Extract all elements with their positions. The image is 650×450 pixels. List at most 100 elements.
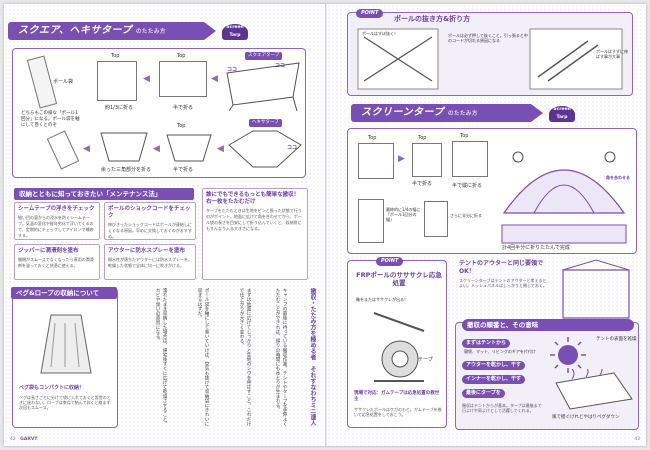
screen-step-2 <box>412 143 442 177</box>
banner-title: スクエア、ヘキサタープ <box>18 25 132 36</box>
magazine-logo: GARVY <box>20 437 38 443</box>
screen-step-label-5: 計4回半分に折りたたんで完成 <box>502 245 570 251</box>
drying-tarp-figure <box>555 369 633 410</box>
simple-tip-title: 誰にでもできるもっとも簡単な撤収！ 右一枚をたたむだけ <box>206 192 305 206</box>
order-step-2: アウターを乾かし、干す <box>462 361 526 370</box>
arrow-right-icon: ▶ <box>398 154 405 164</box>
maint-item-cord: ポールのショックコードをチェック 伸びきったショックコードはポールが連結しにくく… <box>104 202 196 240</box>
screen-step-label-4: さらに半分に折る <box>450 213 482 218</box>
order-body: 撤収はテントからが基本。タープは最後まで日よけや雨よけとして活躍してくれる。 <box>462 403 542 414</box>
maint-title: ジッパーに潤滑剤を塗布 <box>18 248 79 254</box>
maint-body: 縫い目の裏からの浸水を防ぐシームテープ。気温の変化や経年劣化で浮いてくるので、定… <box>18 215 94 238</box>
screen-top-1: Top <box>368 135 377 141</box>
page-number: 42 <box>10 437 16 443</box>
maint-title: ポールのショックコードをチェック <box>108 206 191 220</box>
hexa-tarp-tag: ヘキサタープ <box>249 119 282 127</box>
screen-top-2: Top <box>418 135 427 141</box>
peg-bag-figure <box>40 314 92 374</box>
maint-body: 撥水性が落ちたアウターには防水スプレーを。乾燥した状態で全体に均一に吹きかける。 <box>108 257 192 268</box>
maint-body: 開閉がスムーズでなくなったら専用の潤滑剤を塗っておくと快適に使える。 <box>18 257 94 268</box>
arrow-left-icon: ◀ <box>83 144 90 154</box>
point-pill: POINT <box>356 9 384 18</box>
sun-icon <box>550 337 586 373</box>
top-label-3: Top <box>177 123 186 129</box>
step-label-1: 約1/3に折る <box>105 105 134 111</box>
screen-tarp-badge: Screen Tarp <box>222 24 248 40</box>
article-paragraph: 濡れたまま収納した場合は、帰宅後すぐに広げて乾燥させること。カビや臭いの原因にな… <box>155 288 167 426</box>
order-step-4: 最後にタープを <box>462 389 505 398</box>
square-tarp-figure <box>226 62 300 111</box>
screen-step-label-1: 半で折る <box>412 181 433 187</box>
magazine-spread: スクエア、ヘキサタープのたたみ方 Screen Tarp ポール袋 どちらもこの… <box>4 4 646 446</box>
folding-steps-panel: ポール袋 どちらもこの様な「ポール1回分」になる。ポール袋を軸にして巻くとのぞ … <box>12 48 306 178</box>
tape-label: テープ <box>418 357 433 363</box>
screen-step-final <box>358 199 384 243</box>
pole-pull-figure <box>357 28 439 90</box>
gutter <box>325 4 327 446</box>
frp-title: FRPポールのサササクレ応急処置 <box>356 271 442 288</box>
koko-label-3: ココ <box>287 145 298 151</box>
dry-bubble: テントの表面を乾燥 <box>596 337 637 342</box>
screen-step-3 <box>452 141 488 177</box>
article-heading: 撤収・たたみ方を極める者 それすなわちミニ達人 <box>309 288 316 426</box>
banner-sub: のたたみ方 <box>135 29 166 35</box>
arrow-left-icon: ◀ <box>217 144 224 154</box>
frp-point-panel: POINT FRPポールのサササクレ応急処置 軸をまたはササクレが出る！ テープ… <box>347 257 447 428</box>
hexa-tarp-figure <box>228 130 302 168</box>
screen-step-1 <box>358 143 394 179</box>
banner-title: スクリーンタープ <box>361 107 444 118</box>
screen-step-label-2: 半で縦に折る <box>452 183 483 189</box>
maint-item-zipper: ジッパーに潤滑剤を塗布 開閉がスムーズでなくなったら専用の潤滑剤を塗っておくと快… <box>14 244 100 280</box>
fold-step-2 <box>159 61 207 97</box>
peg-rope-panel: ペグ&ロープの収納について ペグ袋もコンパクトに収納！ ペグは長さごとに分けて袋… <box>11 287 118 428</box>
maint-title: シームテープの浮きをチェック <box>18 206 95 212</box>
page-number: 43 <box>634 437 640 443</box>
pole-point-title: ポールの抜き方&折り方 <box>394 15 471 23</box>
right-page: POINT ポールの抜き方&折り方 ポールはすぼ抜く！ ポールは必ず押して抜くこ… <box>327 4 646 446</box>
peg-body: ペグは長さごとに分けて袋に入れておくと設営のときに迷わない。ロープは束ねて結んで… <box>19 395 111 411</box>
folded-rectangle-figure <box>501 224 627 244</box>
step-label-2: 半で折る <box>173 105 194 111</box>
simple-tip-body: タープをたたむときは生地をピンと張った状態で行うのがポイント。地面に広げて角を合… <box>206 208 302 231</box>
fold-step-triangle <box>100 132 148 162</box>
frp-small: 軸をまたはササクレが出る！ <box>356 297 408 302</box>
arrow-left-icon: ◀ <box>143 74 150 84</box>
maint-title: アウターに防水スプレーを塗布 <box>108 248 186 254</box>
maint-body: 伸びきったショックコードはポールが連結しにくくなる原因。早めに交換しておくのがお… <box>108 222 192 239</box>
top-label-1: Top <box>111 53 120 59</box>
article-paragraph: キャンプの最後に待っている撤収作業。テントやタープを手際よくたたむことができれば… <box>275 288 287 426</box>
screen-steps-panel: Top ▶ Top 半で折る 最終的に1/4の幅に「ポール1回分の幅」 さらに半… <box>347 128 637 254</box>
fold-note: どちらもこの様な「ポール1回分」になる。ポール袋を軸にして巻くとのぞ <box>21 111 80 128</box>
pole-point-panel: POINT ポールの抜き方&折り方 ポールはすぼ抜く！ ポールは必ず押して抜くこ… <box>347 9 633 96</box>
pole-caption-note: ポールは必ず押して抜くこと。引っ張ると中のコードが切れる原因になる <box>448 33 528 44</box>
article-paragraph: まずは地面に広げてしっかりと生地のシワを伸ばすこと。これだけで仕上がりが大きく変… <box>239 288 251 426</box>
tent-frame-figure <box>562 259 630 319</box>
top-label-2: Top <box>177 53 186 59</box>
step-label-4: 余った三角部分を折る <box>101 167 152 173</box>
pole-fold-figure <box>529 28 623 90</box>
screen-top-3: Top <box>460 133 469 139</box>
arrow-left-icon: ◀ <box>211 74 218 84</box>
koko-label-1: ココ <box>227 67 238 73</box>
peg-caption: ペグ袋もコンパクトに収納！ <box>19 385 85 391</box>
point-pill: POINT <box>376 257 404 266</box>
order-step-1: まずはテントから <box>462 339 511 348</box>
screen-tarp-dome-figure <box>502 151 626 214</box>
arrow-left-icon: ◀ <box>153 144 160 154</box>
frp-body: ササクレたポールはケガのもと。ガムテープを巻いて応急処置をしておこう。 <box>354 407 442 418</box>
tent-same-note: テントのアウターと同じ要領でOK！ <box>459 260 544 275</box>
pole-caption-right: ポールはすずに伸ばす事が大事 <box>596 49 628 60</box>
screen-step-half <box>424 201 448 237</box>
final-roll-figure <box>46 130 80 170</box>
square-tarp-tag: スクエアタープ <box>245 52 283 60</box>
tent-same-body: スクリーンタープはテントのアウターと考えるとよい。メッシュパネルはしっかりと閉じ… <box>459 278 547 289</box>
order-header: 撤収の順番と、その意味 <box>462 319 634 332</box>
peg-rope-header: ペグ&ロープの収納について <box>11 287 117 300</box>
order-step-3: インナーを乾かし、干す <box>462 375 526 384</box>
kakusu-label: 角を合わせる <box>606 175 630 180</box>
right-footer: 43 <box>634 437 640 443</box>
banner-sub: のたたみ方 <box>447 111 478 117</box>
koko-label-2: ココ <box>275 63 286 69</box>
left-footer: 42 GARVY <box>10 437 38 443</box>
square-hexa-banner: スクエア、ヘキサタープのたたみ方 <box>8 22 216 40</box>
